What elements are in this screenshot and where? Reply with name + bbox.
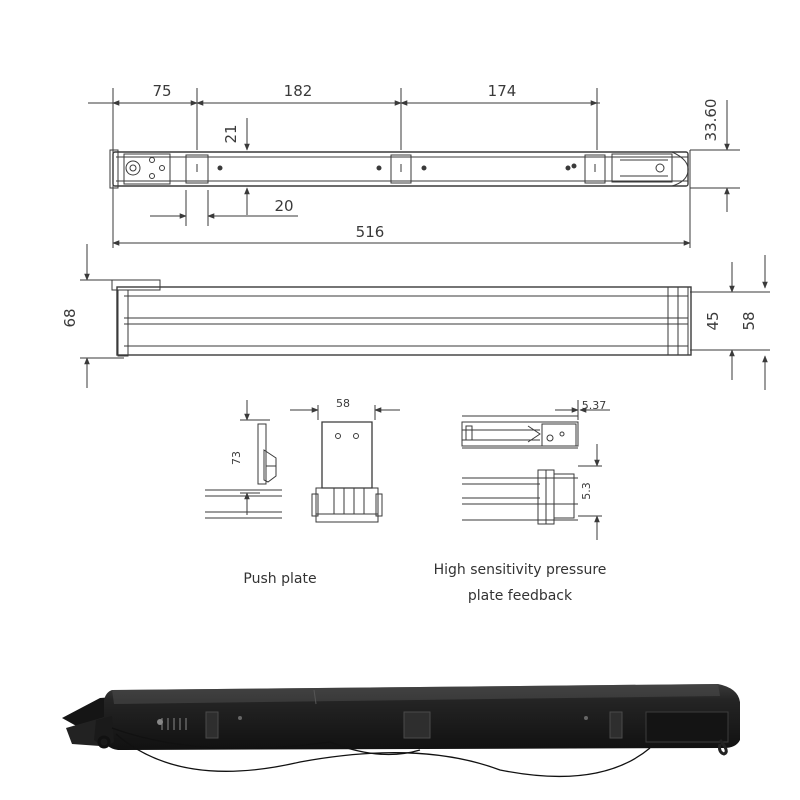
dim-174: 174 (488, 82, 517, 100)
dim-182: 182 (284, 82, 313, 100)
top-view (88, 88, 740, 248)
feedback-labels: 5.37 5.3 High sensitivity pressure plate… (434, 399, 607, 604)
feedback-detail (461, 400, 610, 540)
dim-21: 21 (222, 124, 240, 143)
dim-5-3: 5.3 (580, 482, 593, 500)
dim-73: 73 (230, 451, 243, 465)
caption-push-plate: Push plate (243, 571, 316, 587)
push-plate-detail (205, 400, 400, 523)
dim-45: 45 (704, 311, 722, 330)
top-view-labels: 75 182 174 33.60 21 20 516 (152, 82, 720, 241)
dim-58: 58 (740, 311, 758, 330)
dim-20: 20 (274, 197, 293, 215)
dim-68: 68 (61, 308, 79, 327)
caption-feedback-line2: plate feedback (468, 588, 573, 604)
push-plate-labels: 73 58 Push plate (230, 397, 350, 587)
dim-75: 75 (152, 82, 171, 100)
dim-5-37: 5.37 (582, 399, 607, 412)
side-view (80, 244, 770, 390)
dim-516: 516 (356, 223, 385, 241)
product-photo (62, 684, 740, 778)
dim-58-front: 58 (336, 397, 350, 410)
caption-feedback-line1: High sensitivity pressure (434, 562, 607, 578)
side-view-labels: 68 45 58 (61, 308, 758, 330)
dim-33-60: 33.60 (702, 99, 720, 142)
